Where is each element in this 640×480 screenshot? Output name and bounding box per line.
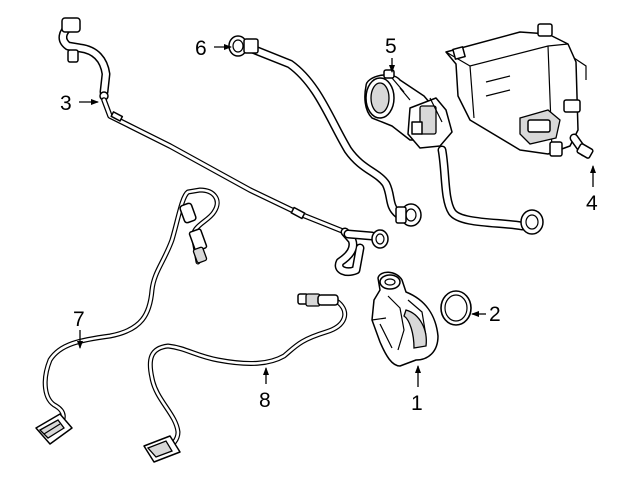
callout-label-3: 3 xyxy=(60,92,72,115)
o-ring-part-2 xyxy=(440,290,472,326)
callout-label-6: 6 xyxy=(195,37,207,60)
callout-labels: 3 6 5 4 2 1 7 8 xyxy=(60,35,598,415)
callout-arrows xyxy=(77,44,596,387)
callout-label-5: 5 xyxy=(385,35,397,58)
callout-label-1: 1 xyxy=(411,392,423,415)
purge-valve-part-5 xyxy=(364,69,544,235)
callout-label-7: 7 xyxy=(73,308,85,331)
callout-label-4: 4 xyxy=(586,192,598,215)
callout-label-8: 8 xyxy=(259,389,271,412)
callout-label-2: 2 xyxy=(489,303,501,326)
hose-part-6 xyxy=(228,35,422,227)
vacuum-line-part-3 xyxy=(58,17,389,277)
vacuum-pump-part-1 xyxy=(371,271,439,367)
charcoal-canister-part-4 xyxy=(445,23,594,159)
oxygen-sensor-part-7 xyxy=(35,187,220,445)
oxygen-sensor-part-8 xyxy=(143,293,348,463)
